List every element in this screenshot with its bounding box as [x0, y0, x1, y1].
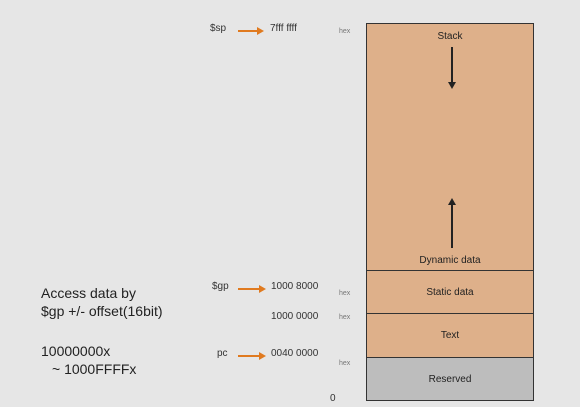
sp-hex-label: hex [339, 28, 351, 35]
reserved-segment: Reserved [367, 357, 533, 400]
sp-register-label: $sp [210, 23, 227, 34]
gp-hex-label: hex [339, 290, 351, 297]
text-top-hex-label: hex [339, 314, 351, 321]
gp-address: 1000 8000 [271, 281, 319, 292]
sp-pointer-arrow-icon [238, 27, 264, 35]
pc-pointer-arrow-icon [238, 352, 266, 360]
heap-grows-up-arrow-icon [448, 198, 456, 248]
text-segment-label: Text [440, 330, 460, 341]
pc-hex-label: hex [339, 360, 351, 367]
note-access-data: Access data by [41, 285, 136, 301]
text-top-address: 1000 0000 [271, 311, 319, 322]
reserved-segment-label: Reserved [428, 373, 472, 385]
stack-segment-label: Stack [437, 31, 463, 42]
memory-layout: Stack Dynamic data Static data Text Rese… [366, 23, 534, 401]
static-data-segment-label: Static data [426, 286, 474, 298]
stack-grows-down-arrow-icon [448, 47, 456, 89]
gp-register-label: $gp [212, 281, 229, 292]
dynamic-data-segment-label: Dynamic data [419, 255, 481, 266]
pc-address: 0040 0000 [271, 348, 319, 359]
note-range-start: 10000000x [41, 343, 111, 359]
sp-address: 7fff ffff [270, 23, 297, 34]
note-range-end: ~ 1000FFFFx [52, 361, 137, 377]
stack-dynamic-segment: Stack Dynamic data [367, 24, 533, 270]
pc-register-label: pc [217, 348, 228, 359]
gp-pointer-arrow-icon [238, 285, 266, 293]
note-gp-offset: $gp +/- offset(16bit) [41, 303, 163, 319]
zero-address: 0 [330, 393, 336, 404]
static-data-segment: Static data [367, 270, 533, 313]
text-segment: Text [367, 313, 533, 357]
